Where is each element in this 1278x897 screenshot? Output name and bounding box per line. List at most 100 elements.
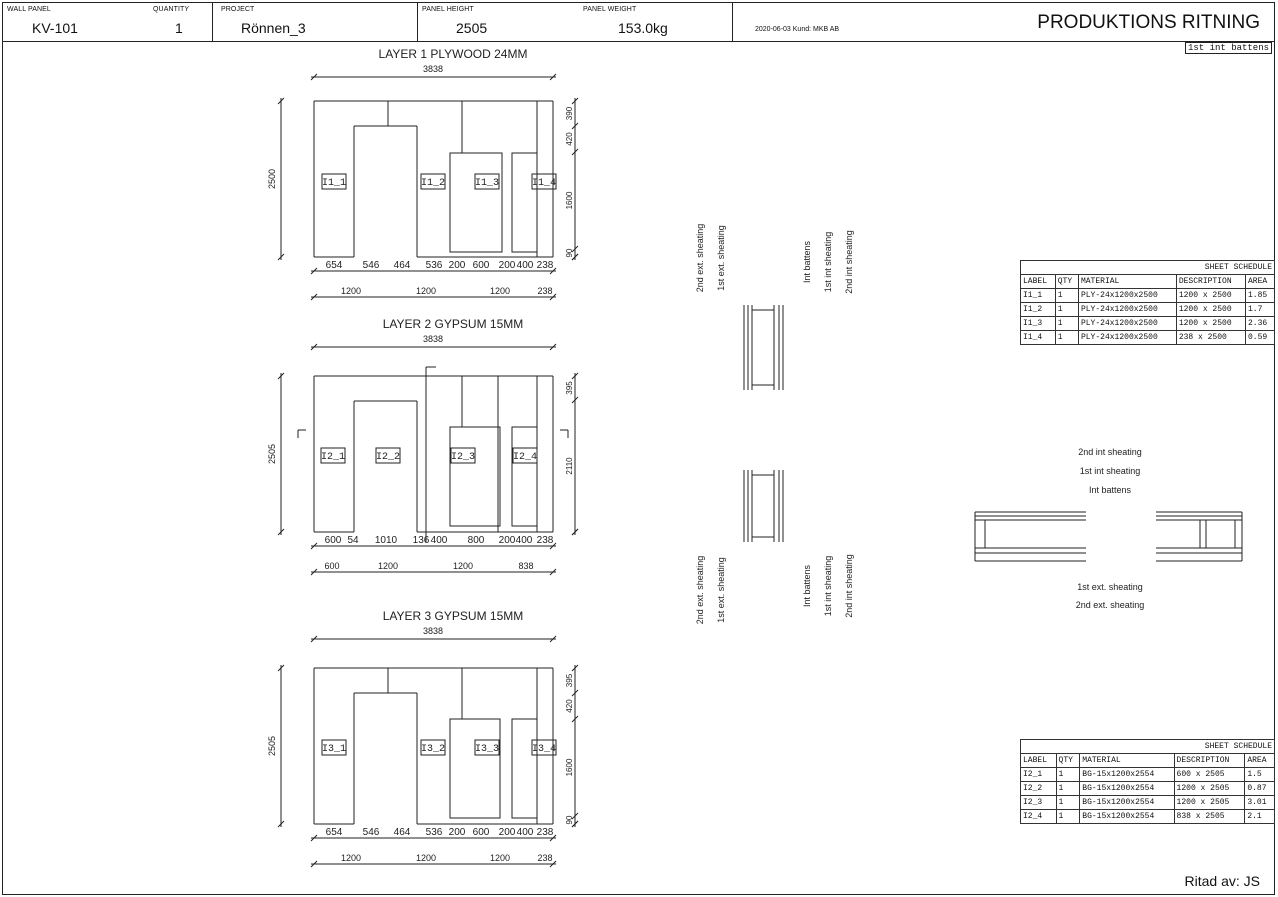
- table-cell: BG-15x1200x2554: [1079, 767, 1175, 782]
- table-cell: 1: [1054, 288, 1079, 303]
- sheet-label-box: [531, 173, 557, 190]
- dimension-text: 1200: [378, 561, 398, 571]
- dimension-text: 238: [537, 827, 554, 838]
- dimension-tick: [549, 542, 557, 550]
- sheet-label: I1_2: [421, 178, 445, 189]
- quantity-label: QUANTITY: [153, 6, 190, 13]
- dimension-text: 200: [499, 827, 516, 838]
- dimension-text: 200: [449, 260, 466, 271]
- layer-title: LAYER 1 PLYWOOD 24MM: [379, 47, 528, 61]
- dimension-text: 3838: [423, 334, 443, 344]
- schedule-2-column-header: LABEL: [1020, 753, 1057, 768]
- panel-weight-value: 153.0kg: [618, 20, 668, 36]
- dimension-text: 238: [537, 260, 554, 271]
- dimension-text: 464: [394, 260, 411, 271]
- window-opening: [511, 152, 538, 253]
- dimension-tick: [571, 812, 579, 820]
- dimension-tick: [571, 820, 579, 828]
- table-cell: I1_4: [1020, 330, 1056, 345]
- dimension-text: 2505: [267, 444, 277, 464]
- dimension-text: 600: [324, 561, 339, 571]
- dimension-text: 1200: [490, 286, 510, 296]
- dimension-tick: [571, 148, 579, 156]
- section-label: 1st ext. sheating: [1077, 582, 1143, 592]
- dimension-text: 238: [537, 853, 552, 863]
- dimension-tick: [571, 689, 579, 697]
- dimension-tick: [277, 820, 285, 828]
- dimension-tick: [549, 834, 557, 842]
- dimension-text: 2110: [565, 457, 574, 475]
- panel-cell: PANEL HEIGHT 2505 PANEL WEIGHT 153.0kg: [418, 3, 733, 41]
- layer-title: LAYER 2 GYPSUM 15MM: [383, 317, 523, 331]
- table-cell: 1200 x 2505: [1173, 795, 1246, 810]
- table-cell: PLY-24x1200x2500: [1077, 288, 1177, 303]
- dimension-text: 200: [499, 260, 516, 271]
- panel-height-label: PANEL HEIGHT: [422, 6, 474, 13]
- dimension-text: 54: [347, 535, 359, 546]
- dimension-tick: [549, 860, 557, 868]
- schedule-1-column-header: MATERIAL: [1077, 274, 1177, 289]
- sheet-label-box: [375, 447, 401, 464]
- sheet-label: I1_3: [475, 178, 499, 189]
- dimension-tick: [571, 715, 579, 723]
- dimension-text: 395: [565, 381, 574, 395]
- dimension-tick: [549, 293, 557, 301]
- quantity-value: 1: [175, 20, 183, 36]
- corner-tag: 1st int battens: [1184, 42, 1272, 54]
- table-cell: 1.85: [1245, 288, 1275, 303]
- section-label: Int battens: [802, 240, 812, 283]
- dimension-text: 200: [449, 827, 466, 838]
- section-label: 1st int sheating: [823, 232, 833, 293]
- dimension-text: 1200: [490, 853, 510, 863]
- table-cell: 1: [1054, 316, 1079, 331]
- dimension-tick: [571, 664, 579, 672]
- sheet-label-box: [474, 739, 500, 756]
- sheet-label-box: [320, 447, 346, 464]
- schedule-1-column-header: QTY: [1054, 274, 1079, 289]
- schedule-1-title: SHEET SCHEDULE: [1020, 260, 1275, 275]
- section-label: 2nd int sheating: [1078, 447, 1142, 457]
- sheet-label: I3_2: [421, 744, 445, 755]
- date-customer: 2020-06-03 Kund: MKB AB: [755, 26, 840, 33]
- dimension-tick: [277, 253, 285, 261]
- table-cell: 1200 x 2500: [1175, 302, 1247, 317]
- dimension-tick: [571, 97, 579, 105]
- table-cell: 2.1: [1244, 809, 1275, 824]
- table-cell: 1.5: [1244, 767, 1275, 782]
- section-label: 1st ext. sheating: [716, 225, 726, 291]
- dimension-tick: [571, 396, 579, 404]
- dimension-text: 390: [565, 106, 574, 120]
- dimension-tick: [310, 267, 318, 275]
- dimension-text: 600: [473, 827, 490, 838]
- section-label: 2nd ext. sheating: [695, 224, 705, 293]
- dimension-text: 546: [363, 260, 380, 271]
- dimension-text: 654: [326, 260, 343, 271]
- sheet-label-box: [420, 173, 446, 190]
- schedule-2-column-header: AREA: [1244, 753, 1275, 768]
- sheet-label: I3_3: [475, 744, 499, 755]
- table-cell: BG-15x1200x2554: [1079, 795, 1175, 810]
- table-cell: BG-15x1200x2554: [1079, 809, 1175, 824]
- project-value: Rönnen_3: [241, 20, 306, 36]
- dimension-text: 1600: [565, 758, 574, 776]
- dimension-text: 600: [473, 260, 490, 271]
- schedule-2-column-header: DESCRIPTION: [1173, 753, 1246, 768]
- section-label: Int battens: [1089, 485, 1132, 495]
- section-label: 2nd int sheating: [844, 230, 854, 294]
- panel-weight-label: PANEL WEIGHT: [583, 6, 637, 13]
- dimension-text: 1600: [565, 191, 574, 209]
- table-cell: 238 x 2500: [1175, 330, 1247, 345]
- sheet-label: I2_4: [513, 452, 537, 463]
- dimension-tick: [310, 834, 318, 842]
- dimension-tick: [310, 343, 318, 351]
- sheet-label-box: [321, 173, 347, 190]
- dimension-text: 90: [565, 815, 574, 824]
- layer-title: LAYER 3 GYPSUM 15MM: [383, 609, 523, 623]
